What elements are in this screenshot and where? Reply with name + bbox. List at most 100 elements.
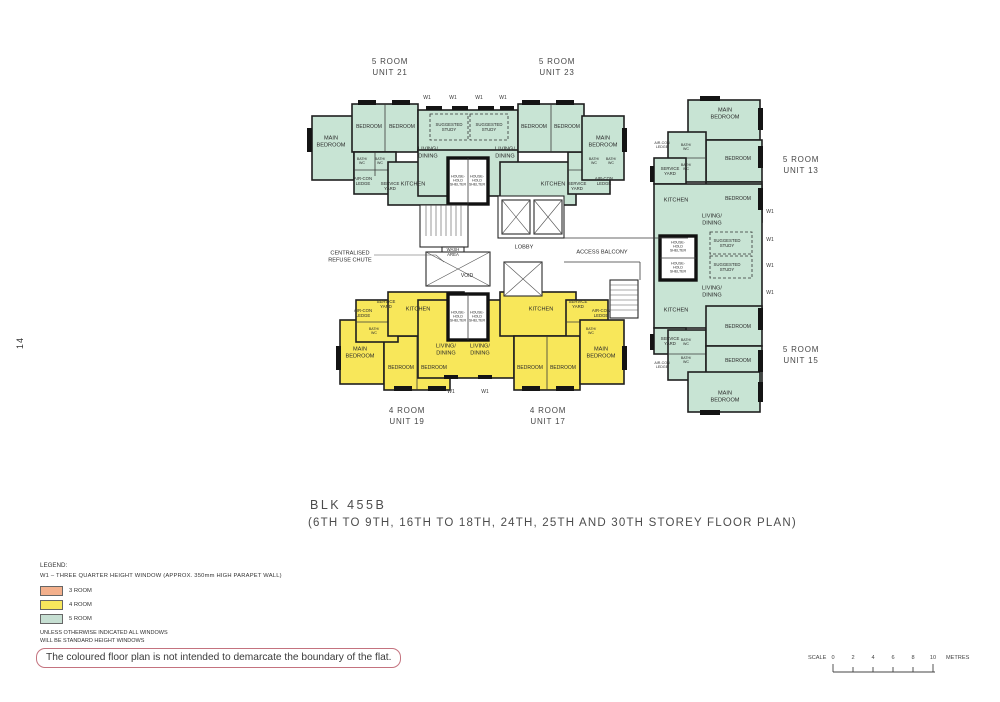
room-label-bedroom: BEDROOM bbox=[389, 124, 415, 131]
room-label-suggested-study: SUGGESTED STUDY bbox=[475, 121, 503, 132]
legend-label-3room: 3 ROOM bbox=[69, 588, 92, 594]
scale-tick-0: 0 bbox=[831, 655, 835, 661]
room-label-service-yard: SERVICE YARD bbox=[568, 298, 588, 309]
legend-swatch-5room bbox=[40, 614, 63, 624]
label-access-balcony: ACCESS BALCONY bbox=[576, 249, 628, 256]
label-refuse-chute: CENTRALISED REFUSE CHUTE bbox=[328, 250, 372, 263]
unit-label-13: 5 ROOM UNIT 13 bbox=[782, 154, 820, 175]
boundary-note: The coloured floor plan is not intended … bbox=[36, 648, 402, 668]
w1-marker: W1 bbox=[423, 95, 431, 102]
room-label-bedroom: BEDROOM bbox=[725, 196, 751, 203]
room-label-aircon-ledge: AIR-CON LEDGE bbox=[353, 175, 373, 186]
unit-label-19: 4 ROOM UNIT 19 bbox=[388, 405, 426, 426]
room-label-aircon-ledge: AIR-CON LEDGE bbox=[654, 141, 670, 149]
room-label-living-dining: LIVING/ DINING bbox=[495, 146, 515, 159]
room-label-service-yard: SERVICE YARD bbox=[660, 165, 680, 176]
room-label-household-shelter: HOUSE- HOLD SHELTER bbox=[449, 174, 467, 186]
room-label-aircon-ledge: AIR-CON LEDGE bbox=[353, 307, 373, 318]
room-label-aircon-ledge: AIR-CON LEDGE bbox=[591, 307, 611, 318]
room-label-main-bedroom: MAIN BEDROOM bbox=[588, 135, 618, 148]
scale-label: SCALE bbox=[808, 655, 827, 661]
room-label-bedroom: BEDROOM bbox=[356, 124, 382, 131]
room-label-kitchen: KITCHEN bbox=[540, 181, 566, 188]
unit-label-21: 5 ROOM UNIT 21 bbox=[371, 56, 409, 77]
legend-label-5room: 5 ROOM bbox=[69, 616, 92, 622]
w1-marker: W1 bbox=[449, 95, 457, 102]
room-label-kitchen: KITCHEN bbox=[663, 307, 689, 314]
scale-tick-10: 10 bbox=[929, 655, 937, 661]
room-label-bedroom: BEDROOM bbox=[554, 124, 580, 131]
room-label-kitchen: KITCHEN bbox=[405, 306, 431, 313]
room-label-household-shelter: HOUSE- HOLD SHELTER bbox=[449, 310, 467, 322]
w1-marker: W1 bbox=[766, 263, 774, 270]
w1-marker: W1 bbox=[447, 389, 455, 396]
legend-heading: LEGEND: bbox=[40, 562, 68, 569]
room-label-living-dining: LIVING/ DINING bbox=[470, 343, 490, 356]
room-label-bath-wc: BATH/ WC bbox=[585, 327, 597, 335]
scale-unit: METRES bbox=[946, 655, 970, 661]
room-label-main-bedroom: MAIN BEDROOM bbox=[316, 135, 346, 148]
w1-marker: W1 bbox=[766, 290, 774, 297]
label-void: VOID bbox=[460, 273, 474, 280]
unit-label-15: 5 ROOM UNIT 15 bbox=[782, 344, 820, 365]
w1-marker: W1 bbox=[766, 209, 774, 216]
room-label-service-yard: SERVICE YARD bbox=[376, 298, 396, 309]
room-label-kitchen: KITCHEN bbox=[400, 181, 426, 188]
plan-title-block: BLK 455B bbox=[310, 498, 387, 512]
room-label-household-shelter: HOUSE- HOLD SHELTER bbox=[468, 310, 486, 322]
room-label-bath-wc: BATH/ WC bbox=[588, 157, 600, 165]
room-label-main-bedroom: MAIN BEDROOM bbox=[710, 107, 740, 120]
room-label-bath-wc: BATH/ WC bbox=[680, 163, 692, 171]
page-number: 14 bbox=[15, 336, 26, 350]
w1-marker: W1 bbox=[766, 237, 774, 244]
room-label-aircon-ledge: AIR-CON LEDGE bbox=[654, 361, 670, 369]
bottom-wing-4room-units bbox=[339, 291, 625, 391]
room-label-living-dining: LIVING/ DINING bbox=[418, 146, 438, 159]
room-label-bath-wc: BATH/ WC bbox=[356, 157, 368, 165]
room-label-bath-wc: BATH/ WC bbox=[368, 327, 380, 335]
top-wing-5room-units bbox=[311, 103, 625, 206]
scale-tick-8: 8 bbox=[911, 655, 915, 661]
room-label-bedroom: BEDROOM bbox=[421, 365, 447, 372]
scale-tick-6: 6 bbox=[891, 655, 895, 661]
room-label-bedroom: BEDROOM bbox=[550, 365, 576, 372]
room-label-bedroom: BEDROOM bbox=[517, 365, 543, 372]
room-label-household-shelter: HOUSE- HOLD SHELTER bbox=[468, 174, 486, 186]
room-label-main-bedroom: MAIN BEDROOM bbox=[586, 346, 616, 359]
legend-swatch-4room bbox=[40, 600, 63, 610]
right-wing-5room-units bbox=[653, 99, 763, 413]
window-blocks bbox=[307, 96, 763, 415]
w1-marker: W1 bbox=[475, 95, 483, 102]
room-label-service-yard: SERVICE YARD bbox=[567, 180, 587, 191]
room-label-bath-wc: BATH/ WC bbox=[605, 157, 617, 165]
room-label-service-yard: SERVICE YARD bbox=[660, 335, 680, 346]
legend-windows-note-1: UNLESS OTHERWISE INDICATED ALL WINDOWS bbox=[40, 630, 168, 636]
room-label-household-shelter: HOUSE- HOLD SHELTER bbox=[669, 261, 687, 273]
room-label-main-bedroom: MAIN BEDROOM bbox=[710, 390, 740, 403]
scale-tick-2: 2 bbox=[851, 655, 855, 661]
legend-swatch-3room bbox=[40, 586, 63, 596]
room-label-service-yard: SERVICE YARD bbox=[380, 180, 400, 191]
room-label-bedroom: BEDROOM bbox=[388, 365, 414, 372]
label-wash-area: WASH AREA bbox=[446, 246, 460, 257]
room-label-living-dining: LIVING/ DINING bbox=[702, 213, 722, 226]
legend-windows-note-2: WILL BE STANDARD HEIGHT WINDOWS bbox=[40, 638, 145, 644]
room-label-aircon-ledge: AIR-CON LEDGE bbox=[594, 175, 614, 186]
room-label-suggested-study: SUGGESTED STUDY bbox=[713, 261, 741, 272]
room-label-living-dining: LIVING/ DINING bbox=[702, 285, 722, 298]
room-label-bedroom: BEDROOM bbox=[521, 124, 547, 131]
w1-marker: W1 bbox=[499, 95, 507, 102]
unit-label-17: 4 ROOM UNIT 17 bbox=[529, 405, 567, 426]
room-label-bath-wc: BATH/ WC bbox=[680, 356, 692, 364]
room-label-bath-wc: BATH/ WC bbox=[680, 143, 692, 151]
room-label-bath-wc: BATH/ WC bbox=[374, 157, 386, 165]
label-lobby: LOBBY bbox=[514, 244, 534, 251]
plan-title-storeys: (6TH TO 9TH, 16TH TO 18TH, 24TH, 25TH AN… bbox=[308, 517, 797, 529]
room-label-kitchen: KITCHEN bbox=[663, 197, 689, 204]
scale-bar bbox=[832, 664, 935, 673]
room-label-main-bedroom: MAIN BEDROOM bbox=[345, 346, 375, 359]
unit-label-23: 5 ROOM UNIT 23 bbox=[538, 56, 576, 77]
room-label-bedroom: BEDROOM bbox=[725, 324, 751, 331]
